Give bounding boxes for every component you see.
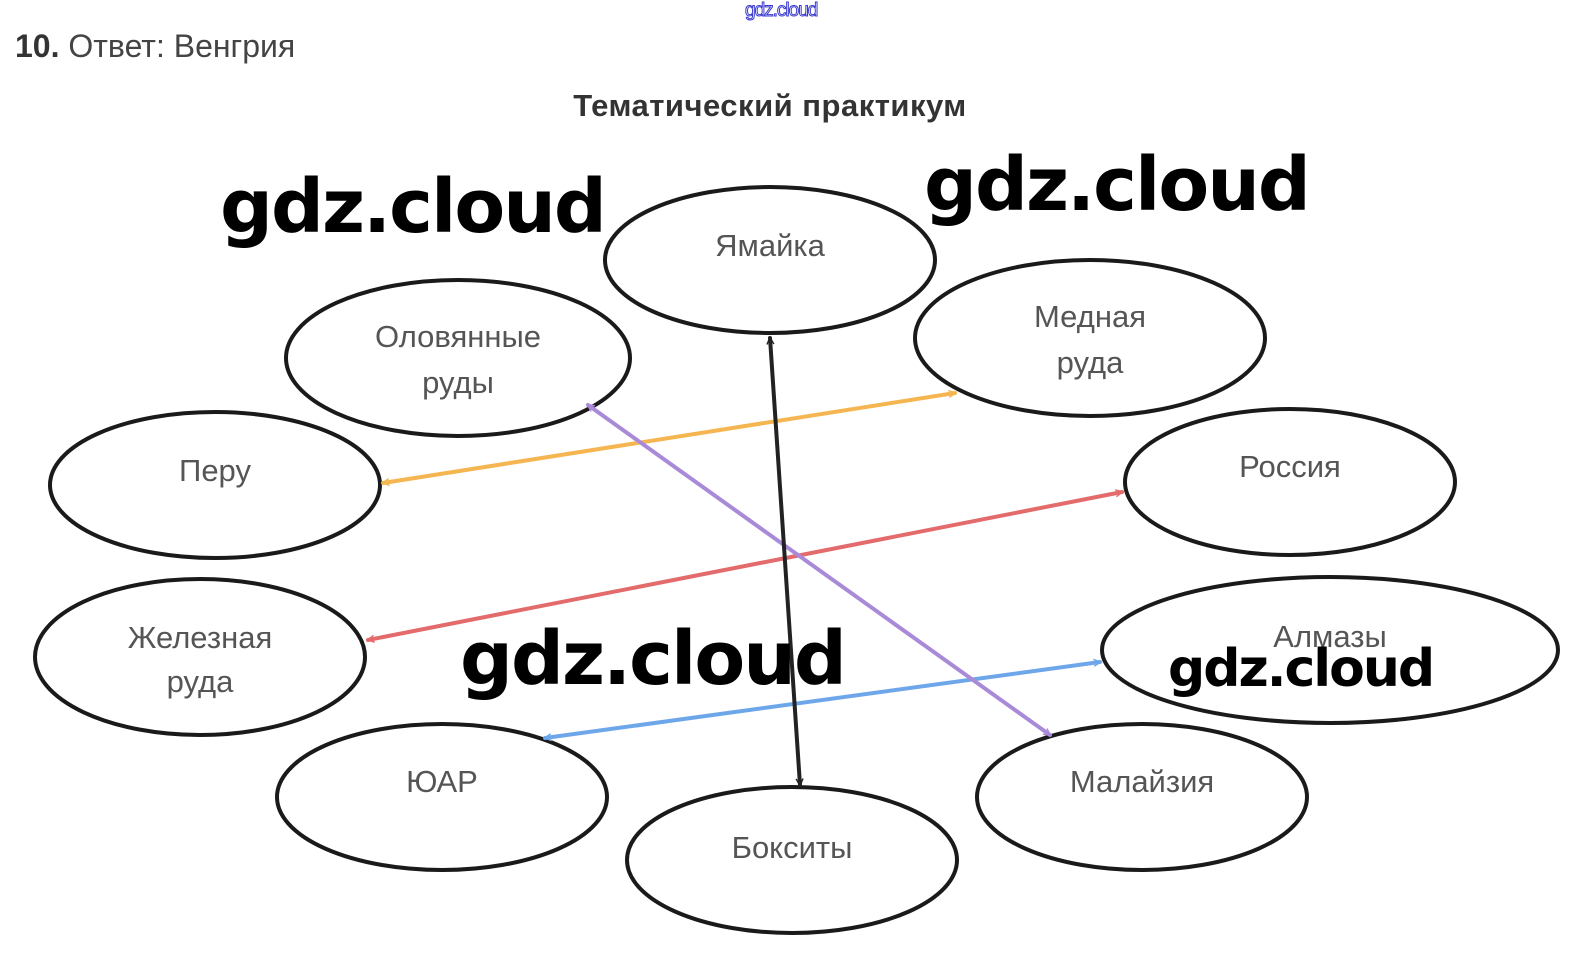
node-iron bbox=[33, 577, 367, 737]
label-iron-1: Железная bbox=[128, 620, 272, 655]
arrow-jamaica-bauxite bbox=[766, 335, 804, 788]
node-malaysia bbox=[975, 722, 1309, 872]
label-copper-2: руда bbox=[1057, 345, 1124, 380]
watermark: gdz.cloud bbox=[460, 616, 847, 702]
label-jamaica: Ямайка bbox=[715, 228, 826, 263]
watermark: gdz.cloud bbox=[1168, 639, 1435, 699]
diagram-title: Тематический практикум bbox=[573, 88, 967, 123]
answer-line: 10. Ответ: Венгрия bbox=[15, 28, 295, 65]
watermark-top: gdz.cloud bbox=[744, 0, 818, 22]
node-tin bbox=[284, 278, 632, 438]
node-russia bbox=[1123, 407, 1457, 557]
answer-number: 10. bbox=[15, 28, 60, 64]
node-peru bbox=[48, 410, 382, 560]
watermark: gdz.cloud bbox=[924, 142, 1311, 228]
label-tin-1: Оловянные bbox=[375, 319, 541, 354]
label-copper-1: Медная bbox=[1034, 299, 1146, 334]
label-tin-2: руды bbox=[422, 365, 494, 400]
label-malaysia: Малайзия bbox=[1070, 764, 1214, 799]
watermark: gdz.cloud bbox=[220, 164, 607, 250]
node-diamonds bbox=[1100, 575, 1560, 725]
label-diamonds: Алмазы bbox=[1273, 619, 1386, 654]
answer-text: Ответ: Венгрия bbox=[68, 28, 296, 64]
label-russia: Россия bbox=[1239, 449, 1341, 484]
label-bauxite: Бокситы bbox=[732, 830, 853, 865]
label-peru: Перу bbox=[179, 453, 251, 488]
label-sar: ЮАР bbox=[406, 764, 478, 799]
label-iron-2: руда bbox=[167, 664, 234, 699]
arrow-tin-malaysia bbox=[586, 403, 1052, 737]
node-sar bbox=[275, 722, 609, 872]
arrow-peru-copper bbox=[380, 389, 958, 487]
node-copper bbox=[913, 258, 1267, 418]
node-jamaica bbox=[603, 185, 937, 335]
